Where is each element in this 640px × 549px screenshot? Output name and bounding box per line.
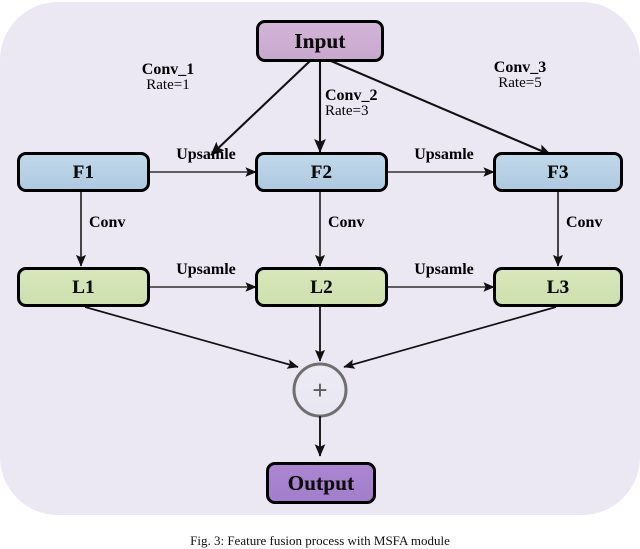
node-output[interactable]: Output [266, 462, 376, 504]
edge-label-conv-f2-l2: Conv [328, 214, 365, 231]
node-input-label: Input [294, 28, 346, 53]
conv1-name: Conv_1 [141, 61, 195, 78]
edge-label-conv-f1-l1: Conv [89, 214, 126, 231]
edge-label-conv3: Conv_3 Rate=5 [450, 59, 590, 92]
node-input[interactable]: Input [256, 20, 384, 62]
node-l1[interactable]: L1 [17, 267, 150, 307]
node-f1-label: F1 [72, 161, 95, 183]
conv2-name: Conv_2 [325, 87, 378, 104]
node-l3-label: L3 [546, 276, 570, 298]
edge-label-upsample-l1-l2: Upsamle [176, 261, 236, 278]
plus-icon: + [312, 374, 328, 405]
conv2-rate: Rate=3 [325, 103, 369, 120]
edge-label-conv-f3-l3: Conv [566, 214, 603, 231]
node-l2-label: L2 [310, 276, 333, 298]
figure-caption: Fig. 3: Feature fusion process with MSFA… [190, 533, 450, 548]
conv3-rate: Rate=5 [498, 75, 542, 92]
node-f2-label: F2 [310, 161, 333, 183]
node-f2[interactable]: F2 [255, 152, 388, 192]
conv3-name: Conv_3 [493, 59, 547, 76]
node-l2[interactable]: L2 [255, 267, 388, 307]
edge-label-conv1: Conv_1 Rate=1 [103, 61, 233, 94]
node-l3[interactable]: L3 [493, 267, 623, 307]
edge-l3-to-merge [343, 306, 557, 369]
edge-l1-to-merge [84, 306, 299, 369]
node-output-label: Output [287, 470, 355, 495]
edge-input-to-f1 [210, 60, 311, 156]
merge-node-symbol: + [294, 364, 346, 416]
node-l1-label: L1 [72, 276, 95, 298]
node-f3-label: F3 [547, 161, 569, 183]
edge-label-upsample-f1-f2: Upsamle [176, 146, 236, 163]
edge-label-upsample-l2-l3: Upsamle [414, 261, 474, 278]
edge-input-to-f3 [330, 60, 552, 156]
node-f3[interactable]: F3 [493, 152, 623, 192]
edge-label-upsample-f2-f3: Upsamle [414, 146, 474, 163]
node-f1[interactable]: F1 [17, 152, 150, 192]
edge-label-conv2: Conv_2 Rate=3 [268, 87, 461, 120]
conv1-rate: Rate=1 [146, 77, 190, 94]
